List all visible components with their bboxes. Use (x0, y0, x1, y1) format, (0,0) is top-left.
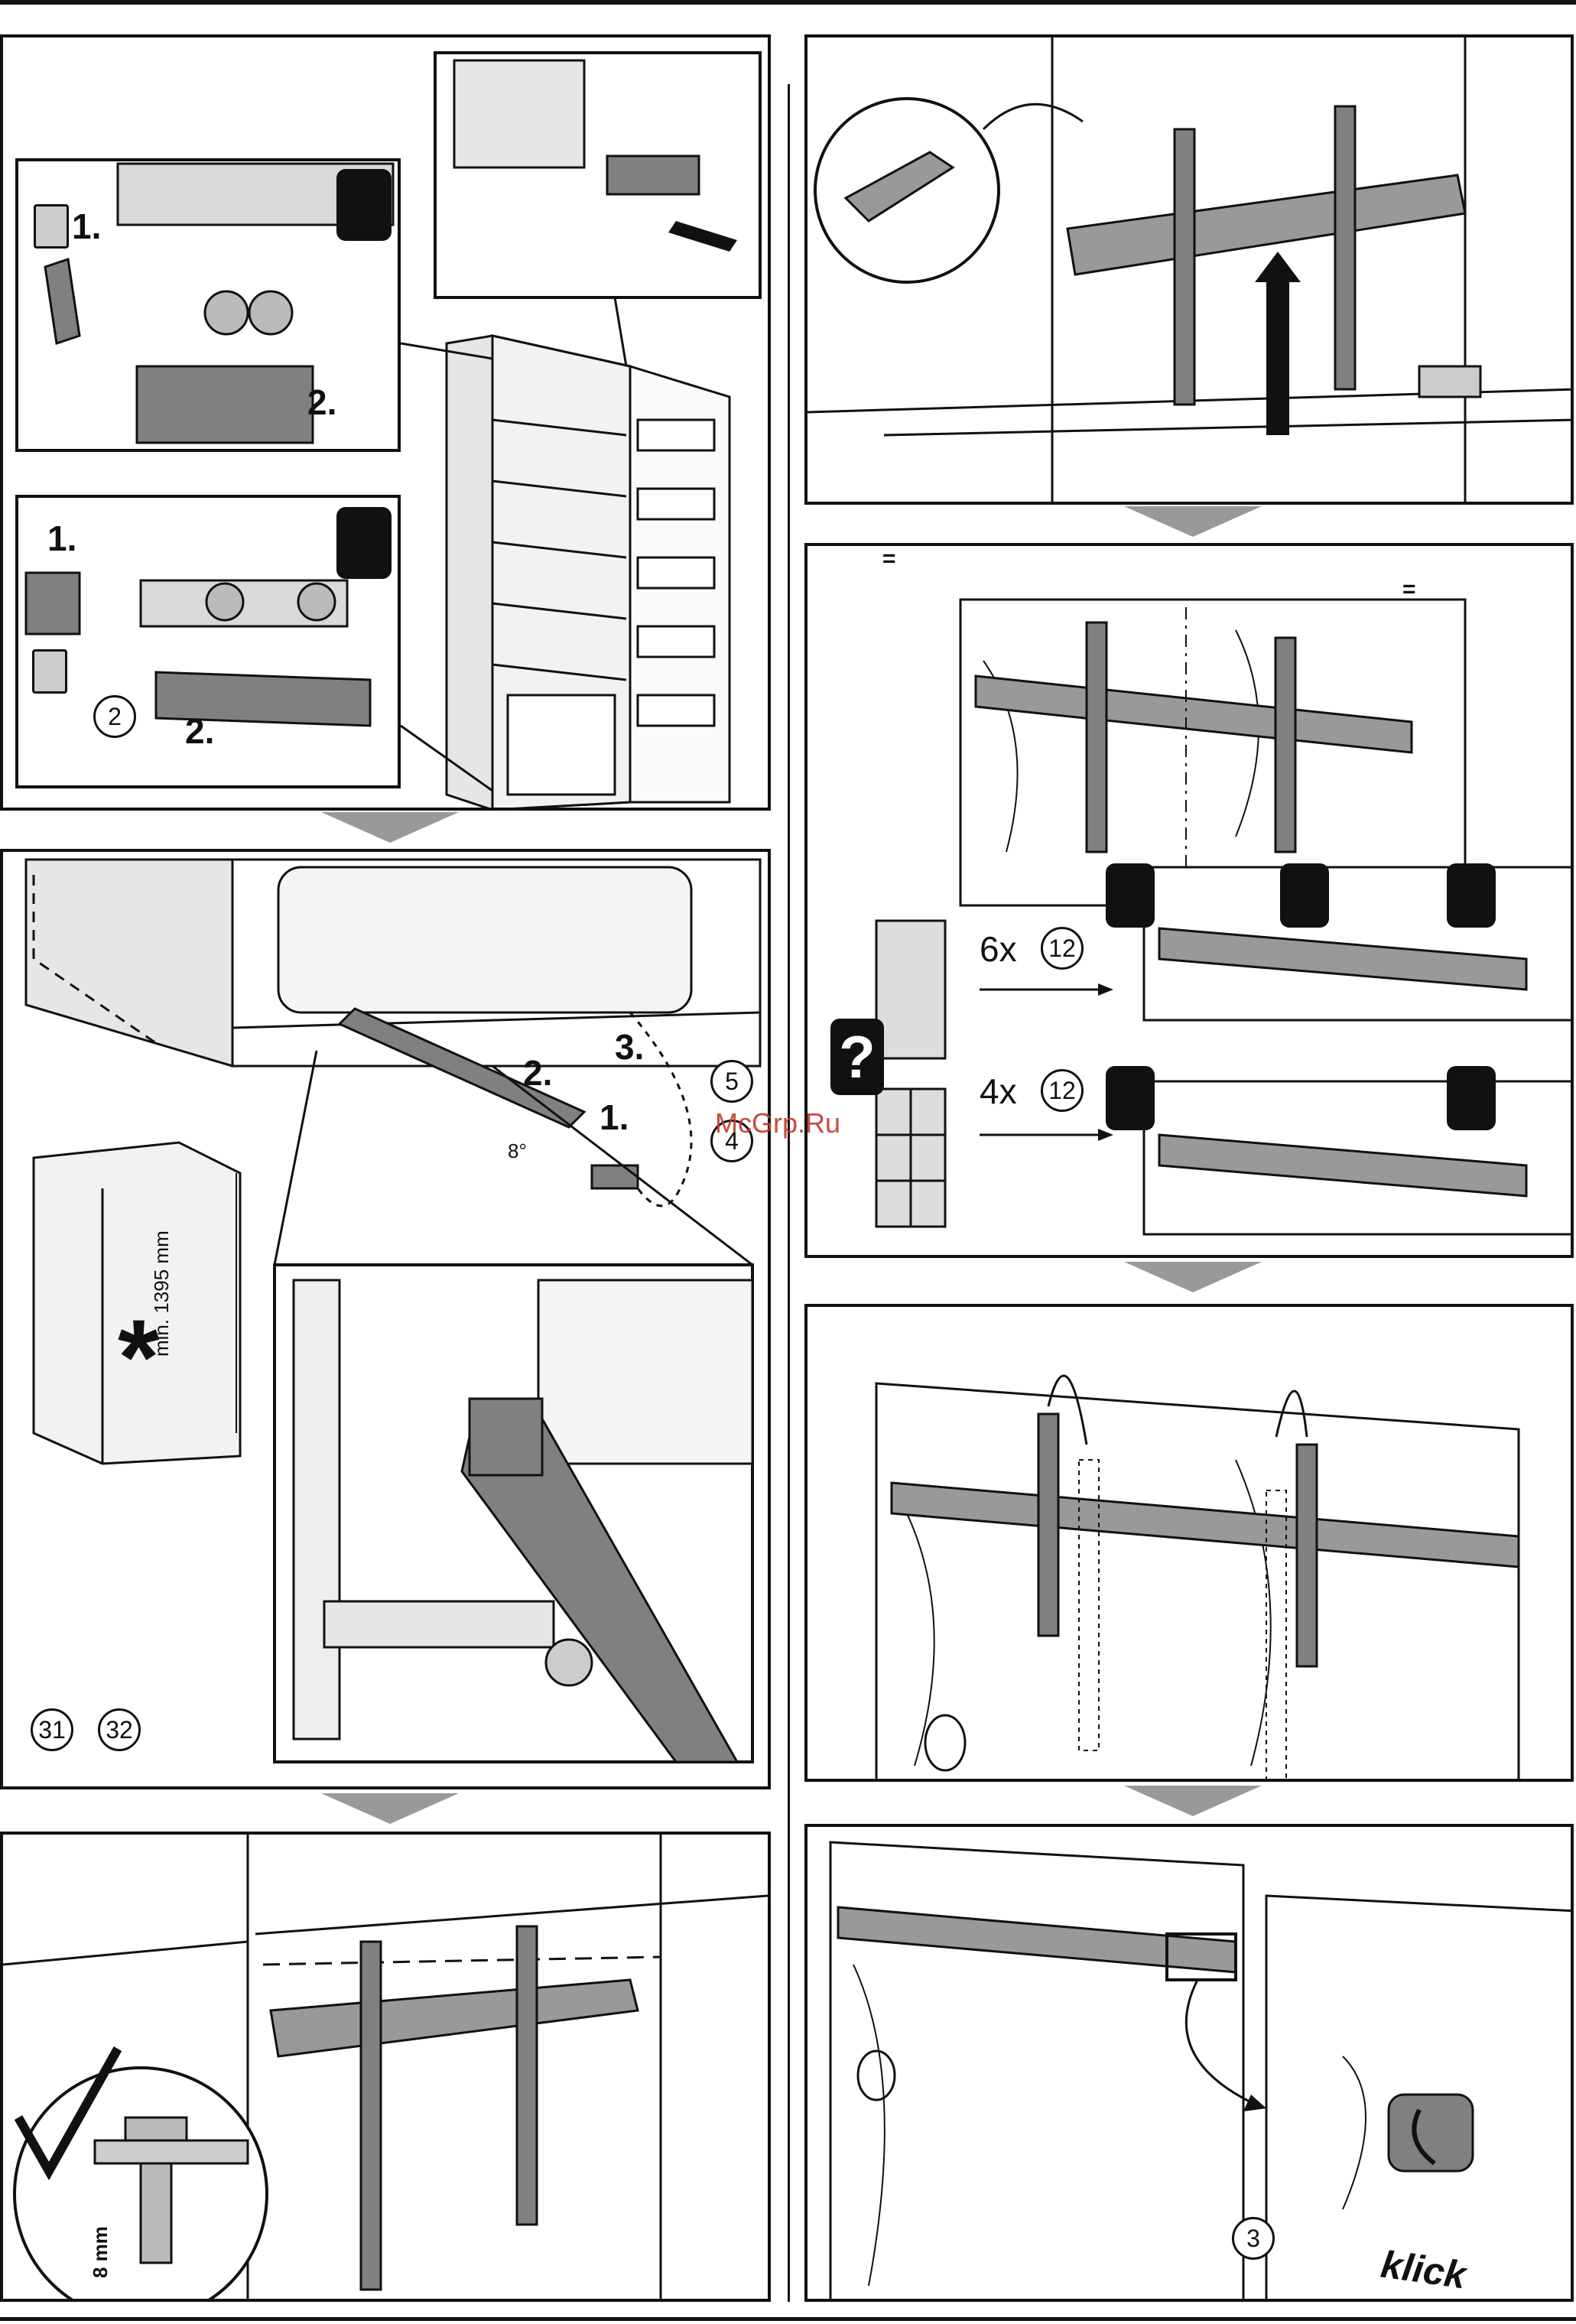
screw-quantity-4: 4x (980, 1071, 1017, 1112)
screwdriver-icon (1447, 863, 1496, 928)
recycle-bin-icon (32, 649, 67, 694)
reference-badge: 32 (98, 1708, 141, 1751)
panel-bracket-strips (804, 1304, 1574, 1782)
watermark: McGrp.Ru (715, 1107, 840, 1139)
equal-spacing-mark: = (1402, 577, 1416, 603)
panel-bracket-screw: = = ? 6x 12 4x 12 (804, 543, 1574, 1258)
step-1-label: 1. (47, 518, 76, 559)
reference-badge: 12 (1041, 927, 1084, 970)
reference-badge: 5 (710, 1060, 753, 1103)
arrow-down-icon (1124, 506, 1262, 537)
illustration-remove-covers (3, 37, 771, 811)
top-rule (0, 0, 1576, 5)
reference-badge: 12 (1041, 1069, 1084, 1112)
illustration-bracket-clip (807, 1827, 1574, 2302)
recycle-bin-icon (34, 204, 69, 249)
reference-badge: 2 (93, 695, 136, 738)
illustration-bracket-adjust (3, 1835, 771, 2302)
screw-quantity-6: 6x (980, 928, 1017, 970)
screwdriver-icon (1106, 863, 1155, 928)
step-2-label: 2. (523, 1052, 552, 1094)
panel-bracket-lift (804, 34, 1574, 505)
step-2-label: 2. (307, 382, 336, 423)
panel-ventilation-grille: 2. 3. 1. 8° 5 4 * min. 1395 mm 31 32 (0, 849, 771, 1789)
arrow-down-icon (1124, 1786, 1262, 1816)
screwdriver-icon (1106, 1066, 1155, 1130)
step-3-label: 3. (615, 1026, 644, 1068)
step-2-label: 2. (185, 710, 214, 752)
panel-bracket-clip: 3 klick (804, 1824, 1574, 2302)
column-divider (788, 84, 790, 2302)
reference-badge: 3 (1232, 2217, 1275, 2260)
screwdriver-icon (336, 169, 392, 241)
panel-remove-covers: 1. 2. 1. 2. 2 (0, 34, 771, 811)
min-height-dimension: min. 1395 mm (150, 1230, 174, 1357)
arrow-down-icon (1124, 1262, 1262, 1292)
arrow-down-icon (321, 812, 459, 843)
question-icon: ? (830, 1019, 884, 1095)
screwdriver-icon (1280, 863, 1329, 928)
step-1-label: 1. (72, 206, 101, 247)
step-1-label: 1. (600, 1097, 629, 1138)
arrow-down-icon (321, 1793, 459, 1824)
reference-badge: 31 (31, 1708, 73, 1751)
equal-spacing-mark: = (882, 546, 896, 572)
illustration-bracket-strips (807, 1307, 1574, 1782)
panel-bracket-adjust: 8 mm (0, 1832, 771, 2302)
illustration-bracket-lift (807, 37, 1574, 505)
screw-height-dimension: 8 mm (89, 2226, 112, 2278)
screwdriver-icon (1447, 1066, 1496, 1130)
screwdriver-icon (336, 507, 392, 579)
bottom-rule (0, 2317, 1576, 2321)
angle-label: 8° (508, 1139, 527, 1163)
question-mark: ? (839, 1022, 876, 1092)
